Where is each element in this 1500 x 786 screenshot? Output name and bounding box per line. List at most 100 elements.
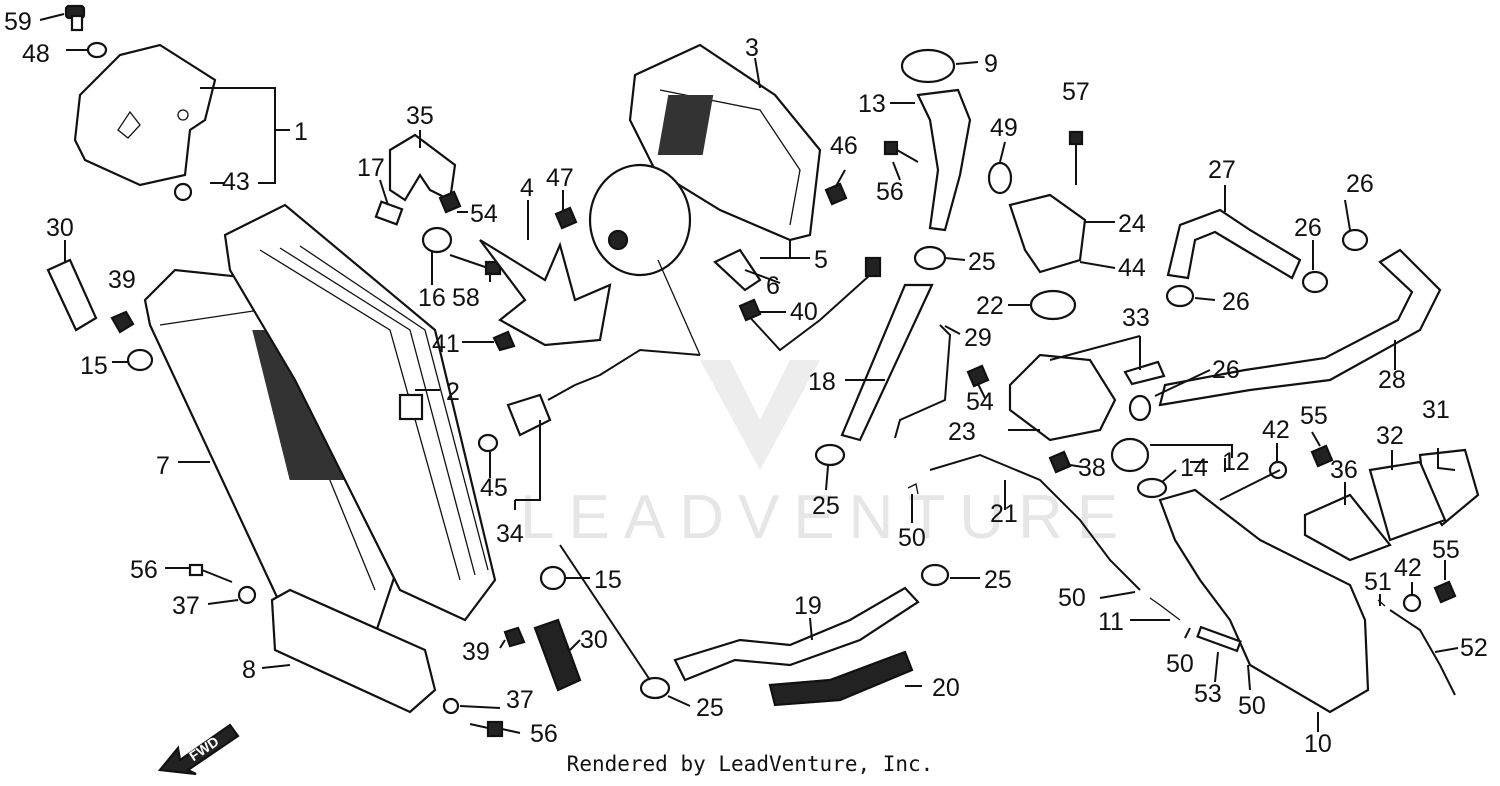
wire-29-icon (894, 324, 952, 439)
callout-30-lower: 30 (580, 626, 608, 654)
callout-15-lower: 15 (594, 566, 622, 594)
callout-14: 14 (1180, 454, 1208, 482)
callout-12: 12 (1222, 448, 1250, 476)
bolt-38-icon (1048, 450, 1072, 474)
bolt-55-upper-icon (1310, 444, 1334, 468)
callout-45: 45 (480, 474, 508, 502)
hose-clamp-26c-icon (1341, 228, 1369, 252)
rubber-16-icon (421, 226, 453, 254)
breather-hose-icon (929, 453, 1141, 591)
callout-53: 53 (1194, 680, 1222, 708)
callout-9: 9 (984, 50, 998, 78)
callout-26-a: 26 (1346, 170, 1374, 198)
callout-22: 22 (976, 292, 1004, 320)
callout-19: 19 (794, 592, 822, 620)
hose-clamp-26b-icon (1301, 270, 1329, 294)
callout-55-lower: 55 (1432, 536, 1460, 564)
callout-55-upper: 55 (1300, 402, 1328, 430)
packing-14-icon (1136, 477, 1168, 499)
callout-1: 1 (294, 118, 308, 146)
pad-30-lower-icon (533, 618, 582, 692)
callout-50-a: 50 (898, 524, 926, 552)
hose-28-icon (1158, 248, 1442, 407)
bolt-59-icon (64, 4, 86, 32)
wire-harness-icon (574, 256, 882, 386)
callout-25-right: 25 (984, 566, 1012, 594)
callout-4: 4 (520, 174, 534, 202)
bracket-36-icon (1303, 493, 1392, 562)
callout-18: 18 (808, 368, 836, 396)
pad-30-icon (46, 258, 98, 332)
radiator-cap-icon (900, 48, 956, 84)
callout-50-d: 50 (1166, 650, 1194, 678)
callout-58: 58 (452, 284, 480, 312)
thermostat-housing-icon (1008, 193, 1087, 274)
callout-2: 2 (446, 378, 460, 406)
callout-59: 59 (4, 8, 32, 36)
overflow-tube-52-icon (1389, 609, 1456, 696)
callout-52: 52 (1460, 634, 1488, 662)
shroud-cover-icon (73, 43, 217, 187)
callout-54-mid: 54 (966, 388, 994, 416)
filler-neck-icon (916, 88, 972, 232)
callout-32: 32 (1376, 422, 1404, 450)
fan-blade-icon (479, 239, 612, 347)
callout-15: 15 (80, 352, 108, 380)
nut-39-icon (110, 310, 135, 334)
callout-41: 41 (432, 330, 460, 358)
hose-clamp-25-lower-icon (639, 676, 671, 700)
hose-clamp-26d-icon (1128, 394, 1152, 422)
hose-27-icon (1166, 208, 1302, 280)
callout-31: 31 (1422, 396, 1450, 424)
hose-19-icon (673, 586, 920, 682)
callout-33: 33 (1122, 304, 1150, 332)
callout-37: 37 (172, 592, 200, 620)
callout-11: 11 (1098, 608, 1124, 636)
reserve-cap-icon (1110, 437, 1150, 473)
footer-caption: Rendered by LeadVenture, Inc. (566, 752, 934, 776)
fan-shroud-icon (628, 43, 822, 242)
callout-38: 38 (1078, 454, 1106, 482)
callout-42-upper: 42 (1262, 416, 1290, 444)
callout-25-top: 25 (968, 248, 996, 276)
callout-56: 56 (130, 556, 158, 584)
boot-32-icon (1368, 460, 1447, 542)
watermark: LEADVENTURE (520, 360, 1118, 552)
callout-21: 21 (990, 500, 1018, 528)
callout-51: 51 (1364, 568, 1392, 596)
callout-48: 48 (22, 40, 50, 68)
callout-25-lower: 25 (696, 694, 724, 722)
leader-lines (39, 13, 1459, 734)
callout-56-lower: 56 (530, 720, 558, 748)
clip-11-icon (1149, 597, 1181, 621)
callout-39: 39 (108, 266, 136, 294)
callout-49: 49 (990, 114, 1018, 142)
collar-17-icon (374, 200, 404, 226)
callout-39-lower: 39 (462, 638, 490, 666)
bolt-54-mid-icon (966, 364, 990, 388)
callout-37-lower: 37 (506, 686, 534, 714)
clamp-6-icon (713, 248, 762, 292)
thermostat-icon (1029, 289, 1077, 321)
sensor-33-icon (1123, 360, 1166, 386)
washer-37-lower-icon (442, 697, 460, 715)
radiator-core-icon (223, 203, 497, 622)
fan-motor-icon (588, 163, 701, 356)
hose-clamp-25-right-icon (920, 563, 950, 587)
callout-5: 5 (814, 246, 828, 274)
bolt-56-lower-icon (469, 720, 504, 738)
hose-18-icon (840, 283, 934, 442)
callout-10: 10 (1304, 730, 1332, 758)
callout-56-mid: 56 (876, 178, 904, 206)
callout-40: 40 (790, 298, 818, 326)
screw-47-icon (554, 206, 578, 230)
callout-30: 30 (46, 214, 74, 242)
callout-7: 7 (156, 452, 170, 480)
bolt-56-mid-icon (883, 140, 919, 163)
callout-50-b: 50 (1058, 584, 1086, 612)
callout-36: 36 (1330, 456, 1358, 484)
grommet-15-lower-icon (539, 565, 567, 591)
callout-labels: 59 48 1 43 30 39 15 7 56 37 8 35 17 54 1… (4, 8, 1488, 758)
nut-39-lower-icon (503, 626, 526, 648)
callout-34: 34 (496, 520, 524, 548)
